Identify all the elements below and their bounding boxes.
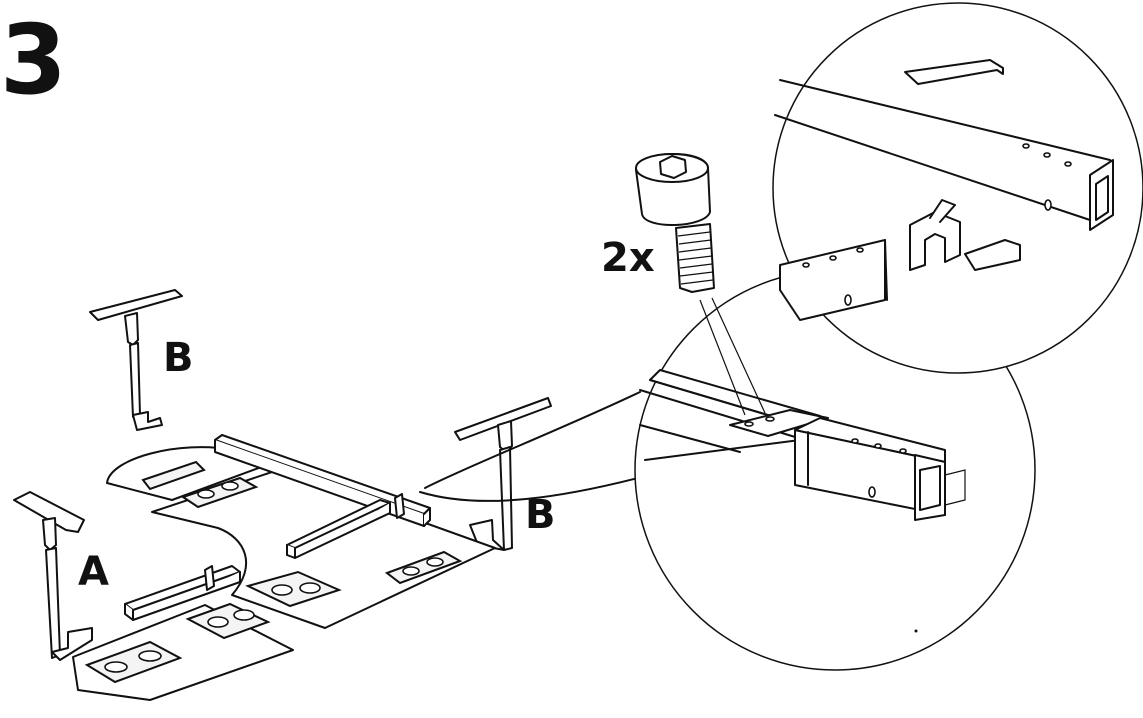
rail-short [286, 499, 391, 559]
leg-b-right [454, 397, 552, 551]
label-leg-a: A [78, 549, 109, 595]
bottom-tabletop [72, 565, 294, 701]
leg-a [13, 491, 93, 661]
screw-quantity-label: 2x [601, 235, 655, 281]
label-leg-b-right: B [525, 492, 556, 538]
step-number: 3 [0, 4, 67, 116]
hex-socket-screw-icon [635, 152, 715, 293]
label-leg-b-left: B [163, 335, 194, 381]
main-tabletop [151, 469, 496, 629]
leg-b-left [89, 289, 183, 431]
callout-wedge [419, 391, 669, 502]
screw-guide-lines [699, 297, 766, 416]
detail-circle-small [772, 2, 1143, 374]
